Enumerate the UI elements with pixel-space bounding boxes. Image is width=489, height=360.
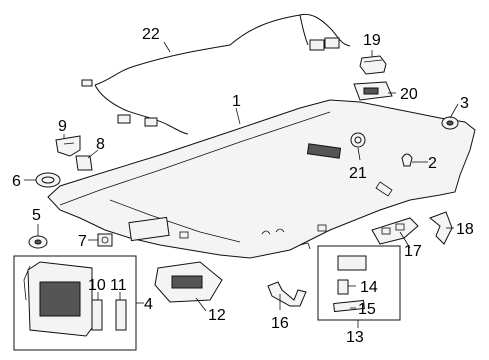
callout-9: 9 <box>58 118 67 135</box>
module-bracket <box>353 81 393 101</box>
callout-7: 7 <box>78 233 87 250</box>
callout-16: 16 <box>271 315 289 332</box>
callout-15: 15 <box>358 301 376 318</box>
leader-lines <box>24 41 459 328</box>
cover-18 <box>429 211 453 245</box>
wire-harness <box>81 13 351 135</box>
grab-handle <box>267 281 307 307</box>
callout-4: 4 <box>144 296 153 313</box>
headliner-panel <box>47 99 476 259</box>
sunvisor-group <box>13 255 137 351</box>
callout-8: 8 <box>96 136 105 153</box>
callout-5: 5 <box>32 207 41 224</box>
clip-5 <box>28 235 48 249</box>
callout-13: 13 <box>346 329 364 346</box>
callout-10: 10 <box>88 277 106 294</box>
callout-21: 21 <box>349 165 367 182</box>
lamp-group <box>317 245 401 321</box>
callout-2: 2 <box>428 155 437 172</box>
plate-8 <box>75 155 93 171</box>
callout-11: 11 <box>110 277 127 294</box>
callout-14: 14 <box>360 279 378 296</box>
callout-12: 12 <box>208 307 226 324</box>
callout-18: 18 <box>456 221 474 238</box>
clip-6 <box>35 172 61 188</box>
clip-21 <box>350 132 366 148</box>
callout-1: 1 <box>232 93 241 110</box>
retainer-7 <box>97 233 113 247</box>
callouts: 1 2 3 4 5 6 7 8 9 10 11 12 13 14 15 16 1… <box>12 26 474 346</box>
callout-20: 20 <box>400 86 418 103</box>
overhead-console <box>154 261 223 303</box>
callout-22: 22 <box>142 26 160 43</box>
retainer-2 <box>401 153 413 167</box>
bracket-9 <box>55 135 81 157</box>
callout-3: 3 <box>460 95 469 112</box>
callout-19: 19 <box>363 32 381 49</box>
bracket-17 <box>371 217 419 245</box>
callout-17: 17 <box>404 243 422 260</box>
callout-6: 6 <box>12 173 21 190</box>
roof-module <box>359 55 387 75</box>
clip-3 <box>441 116 459 130</box>
